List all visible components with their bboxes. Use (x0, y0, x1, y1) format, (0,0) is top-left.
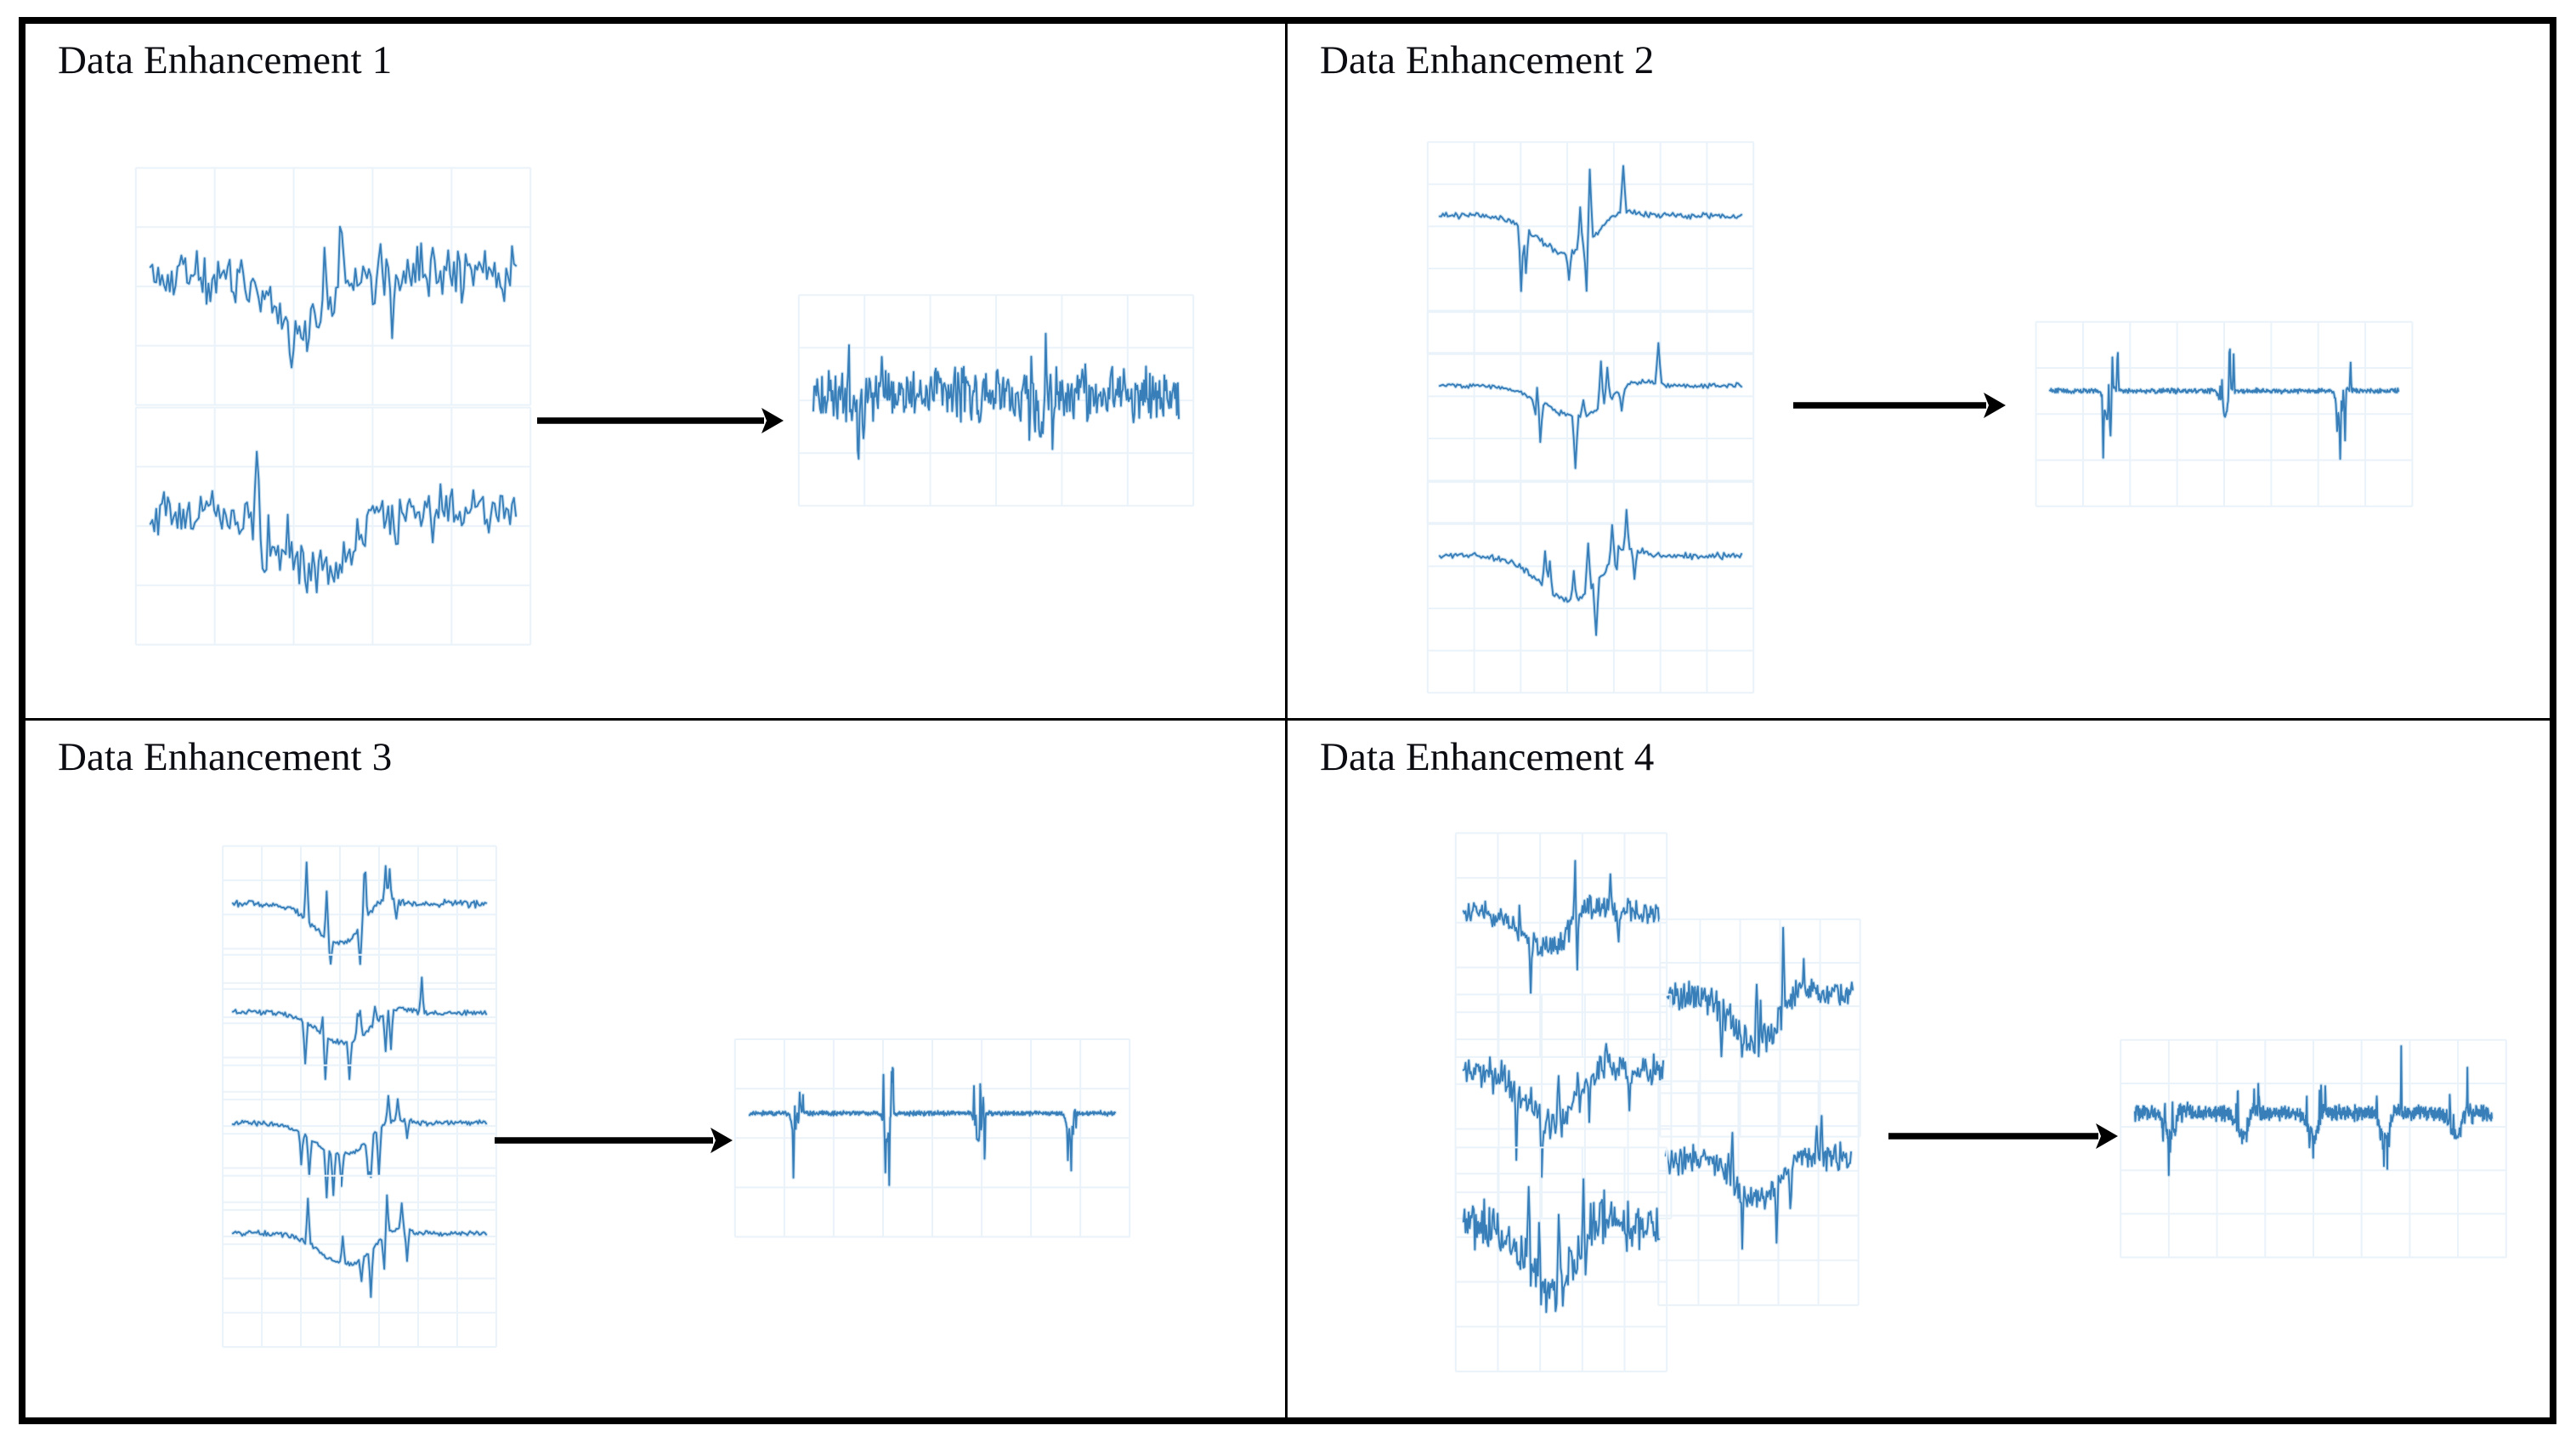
transform-arrow-icon (537, 406, 784, 435)
panel-title: Data Enhancement 2 (1320, 38, 1655, 82)
output-waveform (2035, 320, 2414, 507)
input-waveform-1 (222, 845, 497, 1019)
panel-data-enhancement-4: Data Enhancement 4 (1288, 721, 2550, 1417)
input-waveform-4 (1657, 1080, 1860, 1306)
input-waveform-3 (1426, 481, 1755, 694)
figure-frame: Data Enhancement 1 Data Enhancement 2 Da… (19, 17, 2556, 1424)
input-waveform-3 (1454, 993, 1673, 1219)
input-waveform-1 (1426, 141, 1755, 354)
panel-data-enhancement-1: Data Enhancement 1 (25, 24, 1288, 721)
panel-grid: Data Enhancement 1 Data Enhancement 2 Da… (25, 24, 2550, 1417)
output-waveform (733, 1038, 1131, 1238)
input-waveform-3 (222, 1064, 497, 1238)
transform-arrow-icon (1793, 391, 2006, 420)
output-waveform (797, 294, 1195, 507)
input-waveform-2 (134, 406, 532, 646)
input-waveform-2 (1659, 918, 1861, 1138)
input-waveform-1 (1454, 832, 1668, 1058)
panel-data-enhancement-3: Data Enhancement 3 (25, 721, 1288, 1417)
panel-title: Data Enhancement 1 (58, 38, 393, 82)
transform-arrow-icon (495, 1126, 733, 1155)
input-waveform-5 (1454, 1146, 1668, 1372)
panel-title: Data Enhancement 3 (58, 735, 393, 779)
panel-stage (25, 24, 1285, 718)
panel-title: Data Enhancement 4 (1320, 735, 1655, 779)
output-waveform (2120, 1038, 2507, 1259)
panel-data-enhancement-2: Data Enhancement 2 (1288, 24, 2550, 721)
input-waveform-1 (134, 167, 532, 406)
transform-arrow-icon (1888, 1122, 2118, 1151)
input-waveform-2 (1426, 311, 1755, 524)
input-waveform-2 (222, 953, 497, 1128)
panel-stage (1288, 24, 2550, 718)
panel-stage (25, 721, 1285, 1417)
panel-stage (1288, 721, 2550, 1417)
input-waveform-4 (222, 1174, 497, 1349)
